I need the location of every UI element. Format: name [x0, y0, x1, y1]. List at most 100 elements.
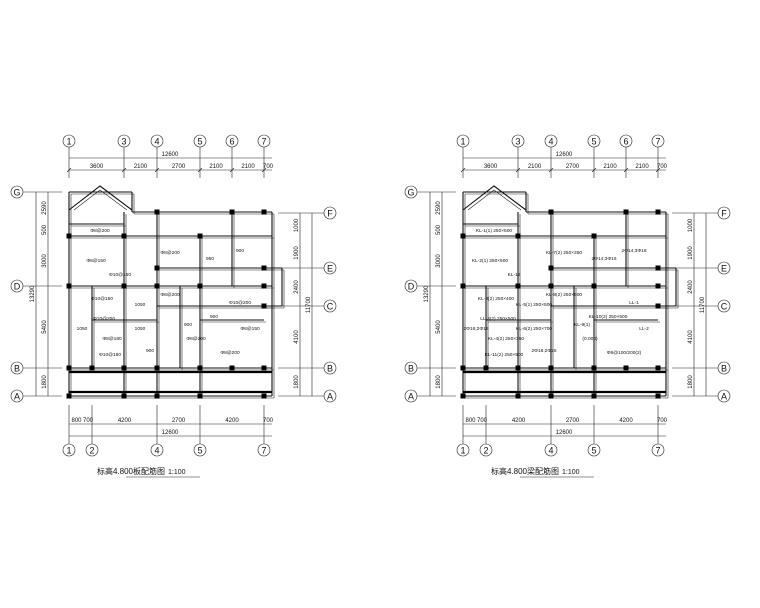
rebar-note: KL-10(2) 250×500 — [589, 314, 628, 320]
rebar-note: 1050 — [135, 302, 146, 308]
axis-label-right: B — [721, 364, 727, 374]
column — [591, 393, 597, 399]
rebar-note: LL-2 — [639, 326, 649, 332]
column — [460, 233, 466, 239]
axis-label-left: G — [13, 188, 20, 198]
column — [66, 365, 72, 371]
dim-text-left: 5400 — [436, 320, 442, 334]
axis-label-left: B — [408, 364, 414, 374]
dim-text-left: 500 — [436, 224, 442, 235]
dim-total-left: 13290 — [30, 285, 36, 302]
axis-label-right: A — [327, 392, 333, 402]
axis-label-right: F — [721, 209, 727, 219]
rebar-note: Φ10@200 — [229, 300, 251, 306]
dim-text-right: 4100 — [688, 330, 694, 344]
axis-label-top: 5 — [197, 137, 202, 147]
axis-label-top: 1 — [460, 137, 465, 147]
dim-text-top: 2700 — [566, 164, 580, 170]
dim-text-left: 2590 — [42, 201, 48, 215]
column — [515, 233, 521, 239]
dim-tick — [623, 167, 629, 173]
dim-tick — [515, 167, 521, 173]
axis-label-bottom: 5 — [197, 446, 202, 456]
drawing-scale: 1:100 — [562, 469, 580, 476]
dim-text-top: 2100 — [241, 164, 255, 170]
rebar-note: 1050 — [135, 326, 146, 332]
column — [548, 265, 554, 271]
dim-text-bottom: 700 — [657, 418, 668, 424]
dim-text-top: 3600 — [484, 164, 498, 170]
rebar-note: Φ8@100/200(2) — [607, 350, 642, 356]
rebar-note: KL-4(2) 250×350 — [488, 336, 524, 342]
axis-label-top: 4 — [548, 137, 553, 147]
column — [154, 265, 160, 271]
drawing-title: 标高4.800板配筋图 — [97, 466, 165, 476]
column — [591, 365, 597, 371]
column — [460, 283, 466, 289]
dim-text-top: 2100 — [209, 164, 223, 170]
column — [655, 209, 661, 215]
rebar-note: Φ10@200 — [93, 316, 115, 322]
column — [261, 209, 267, 215]
axis-label-bottom: 1 — [66, 446, 71, 456]
column — [460, 393, 466, 399]
dim-text-left: 500 — [42, 224, 48, 235]
column — [197, 365, 203, 371]
dim-text-right: 1000 — [688, 218, 694, 232]
dim-text-right: 1900 — [294, 246, 300, 260]
column — [591, 283, 597, 289]
dim-text-right: 1000 — [294, 218, 300, 232]
dim-tick — [548, 167, 554, 173]
dim-text-bottom: 800 — [465, 418, 476, 424]
rebar-note: 900 — [236, 248, 244, 254]
rebar-note: Φ8@200 — [220, 350, 240, 356]
dim-text-top: 3600 — [90, 164, 104, 170]
column — [655, 393, 661, 399]
dim-tick — [655, 167, 661, 173]
drawing-title: 标高4.800梁配筋图 — [491, 466, 559, 476]
column — [548, 209, 554, 215]
rebar-note: Φ10@180 — [99, 352, 121, 358]
dim-text-bottom: 700 — [477, 418, 488, 424]
dim-text-right: 2400 — [688, 280, 694, 294]
column — [66, 283, 72, 289]
dim-text-bottom: 4200 — [118, 418, 132, 424]
column — [623, 209, 629, 215]
rebar-note: Φ8@150 — [240, 326, 260, 332]
axis-label-right: F — [327, 209, 333, 219]
column — [655, 265, 661, 271]
column — [66, 393, 72, 399]
axis-label-top: 3 — [515, 137, 520, 147]
dim-tick — [229, 167, 235, 173]
column — [121, 365, 127, 371]
rebar-note: KL-2(1) 250×500 — [472, 258, 508, 264]
column — [261, 393, 267, 399]
dim-tick — [261, 167, 267, 173]
axis-label-bottom: 4 — [154, 446, 159, 456]
column — [229, 365, 235, 371]
rebar-note: 1050 — [77, 326, 88, 332]
column — [655, 283, 661, 289]
dim-tick — [460, 167, 466, 173]
axis-label-top: 5 — [591, 137, 596, 147]
dim-text-top: 2100 — [528, 164, 542, 170]
axis-label-top: 3 — [121, 137, 126, 147]
dim-text-top: 700 — [263, 164, 274, 170]
column — [548, 283, 554, 289]
column — [154, 283, 160, 289]
rebar-note: (0.000) — [582, 336, 598, 342]
axis-label-top: 6 — [623, 137, 628, 147]
dim-tick — [197, 167, 203, 173]
dim-text-left: 3000 — [42, 254, 48, 268]
axis-label-left: B — [14, 364, 20, 374]
axis-label-bottom: 7 — [261, 446, 266, 456]
dim-text-right: 1900 — [688, 246, 694, 260]
rebar-note: Φ8@200 — [160, 250, 180, 256]
roof-outline-inner — [467, 189, 522, 211]
column — [591, 233, 597, 239]
column — [548, 365, 554, 371]
dim-text-left: 5400 — [42, 320, 48, 334]
axis-label-top: 4 — [154, 137, 159, 147]
